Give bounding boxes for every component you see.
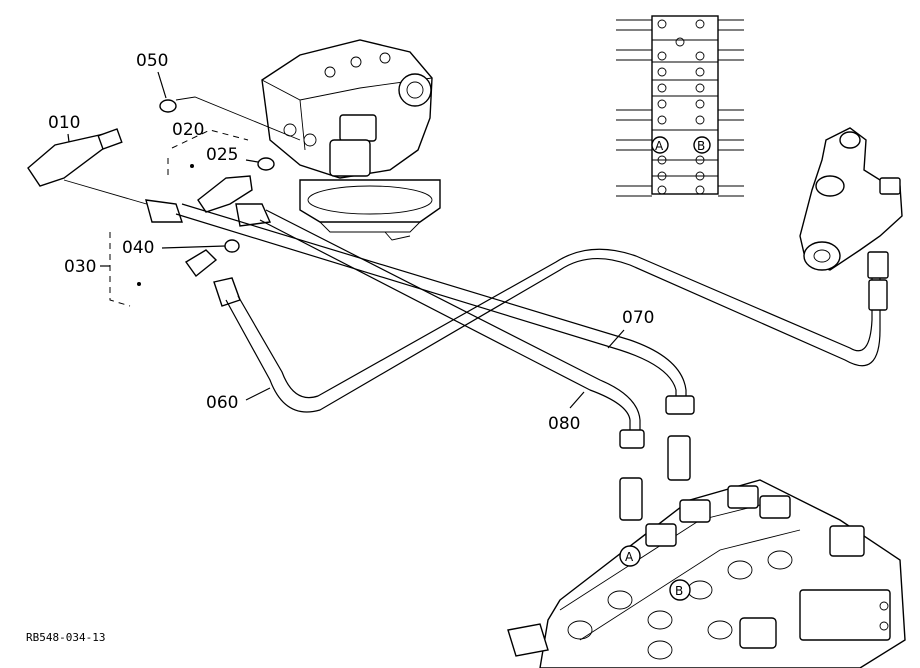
schematic-port-a	[651, 136, 669, 154]
schematic-label-b: B	[697, 139, 705, 153]
o-ring-025	[257, 157, 275, 171]
valve-label-a: A	[625, 550, 634, 564]
valve-label-b: B	[675, 584, 683, 598]
schematic-label-a: A	[655, 139, 664, 153]
label-080: 080	[548, 414, 580, 434]
callout-010: 010	[27, 113, 151, 206]
valve-port-a	[619, 545, 641, 567]
label-010: 010	[48, 113, 80, 133]
callout-025: 025	[197, 145, 275, 213]
doc-reference: RB548-034-13	[26, 631, 105, 644]
label-060: 060	[206, 393, 238, 413]
o-ring-040	[224, 239, 240, 253]
valve-schematic: A B	[616, 15, 744, 197]
callout-050: 050	[136, 51, 301, 141]
adapter-010	[27, 133, 114, 187]
elbow-030	[184, 249, 218, 278]
schematic-port-b	[693, 136, 711, 154]
swivel-motor	[261, 39, 441, 241]
hose-080: 080	[259, 209, 645, 521]
callout-030: 030	[64, 232, 218, 307]
hose-fittings-upper	[145, 199, 272, 227]
hose-070: 070	[175, 203, 695, 481]
valve-port-b	[669, 579, 691, 601]
label-040: 040	[122, 238, 154, 258]
callout-040: 040	[122, 238, 240, 258]
callout-020: 020	[167, 120, 249, 178]
label-025: 025	[206, 145, 238, 165]
label-020: 020	[172, 120, 204, 140]
o-ring-050	[159, 99, 177, 113]
hose-060: 060	[206, 248, 881, 413]
label-050: 050	[136, 51, 168, 71]
elbow-020	[197, 175, 253, 213]
label-070: 070	[622, 308, 654, 328]
control-valve: A B	[507, 479, 906, 668]
pilot-valve	[799, 127, 903, 311]
label-030: 030	[64, 257, 96, 277]
